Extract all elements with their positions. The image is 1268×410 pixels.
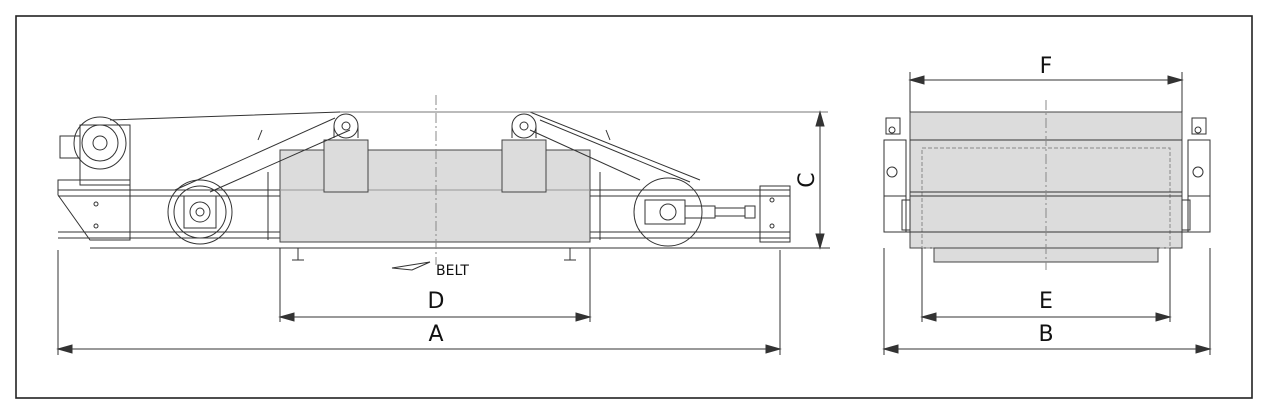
dimension-label-f: F (1040, 54, 1053, 79)
dimension-e (920, 248, 1172, 322)
belt-label: BELT (436, 263, 469, 279)
dimension-a (56, 250, 782, 355)
dimension-f (908, 72, 1184, 112)
dimension-label-e: E (1039, 289, 1053, 314)
drive-motor (73, 116, 127, 170)
dimension-label-d: D (428, 289, 445, 314)
dimension-label-c: C (795, 172, 820, 187)
head-pulley (167, 179, 233, 245)
dimension-d (278, 248, 592, 322)
dimension-c (790, 110, 830, 250)
drawing-border (15, 15, 1253, 399)
tail-pulley (633, 177, 703, 247)
belt-arrow (391, 261, 431, 271)
dimension-label-a: A (428, 322, 443, 347)
end-view (883, 100, 1211, 270)
side-view (57, 95, 828, 271)
dimension-label-b: B (1038, 322, 1053, 347)
dimension-b (882, 248, 1212, 355)
